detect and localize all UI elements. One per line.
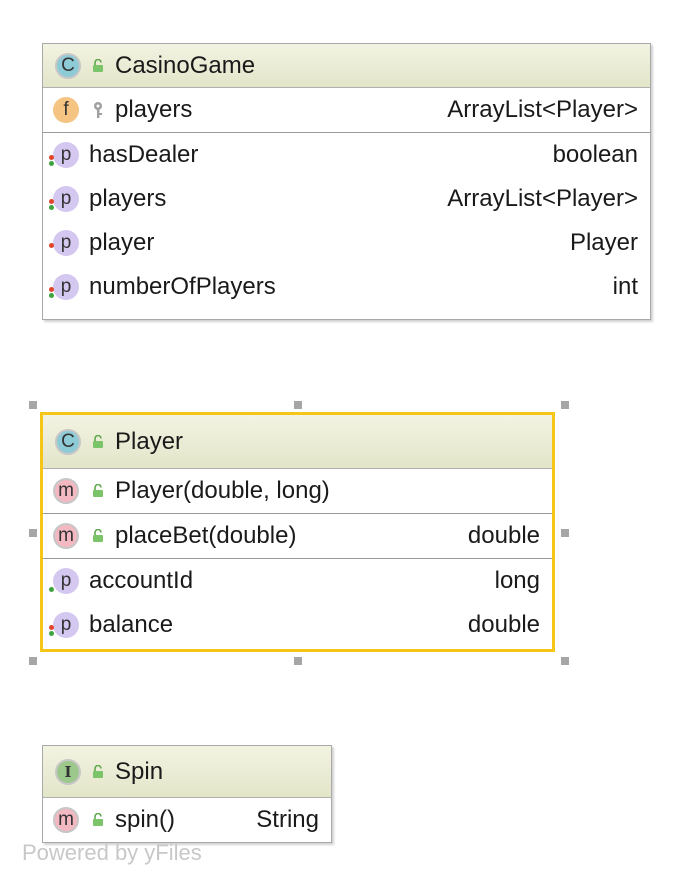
class-name: CasinoGame bbox=[115, 51, 256, 79]
getter-dot-icon bbox=[49, 587, 54, 592]
field-row[interactable]: f players ArrayList<Player> bbox=[43, 88, 650, 132]
resize-handle-left[interactable] bbox=[29, 529, 37, 537]
property-icon: p bbox=[49, 186, 79, 212]
getter-dot-icon bbox=[49, 625, 54, 630]
property-type: int bbox=[612, 273, 638, 300]
field-name: players bbox=[115, 96, 193, 123]
property-icon: p bbox=[49, 230, 79, 256]
interface-node-spin[interactable]: I Spin m spin() String bbox=[42, 745, 332, 843]
methods-section: m spin() String bbox=[43, 798, 331, 842]
property-type: double bbox=[467, 611, 540, 638]
property-type: boolean bbox=[552, 141, 638, 168]
getter-dot-icon bbox=[49, 287, 54, 292]
property-name: numberOfPlayers bbox=[89, 273, 276, 300]
unlocked-icon bbox=[93, 813, 103, 826]
method-type: double bbox=[467, 522, 540, 549]
setter-dot-icon bbox=[49, 631, 54, 636]
property-type: long bbox=[494, 567, 540, 594]
property-name: players bbox=[89, 185, 167, 212]
method-row[interactable]: m placeBet(double) double bbox=[43, 514, 552, 558]
property-name: accountId bbox=[89, 567, 194, 594]
unlocked-icon bbox=[93, 764, 103, 778]
class-name: Player bbox=[115, 427, 184, 455]
unlocked-icon bbox=[93, 529, 103, 542]
property-name: player bbox=[89, 229, 155, 256]
getter-dot-icon bbox=[49, 243, 54, 248]
property-row[interactable]: p players ArrayList<Player> bbox=[43, 177, 650, 221]
resize-handle-bottom-left[interactable] bbox=[29, 657, 37, 665]
resize-handle-top-left[interactable] bbox=[29, 401, 37, 409]
property-row[interactable]: p hasDealer boolean bbox=[43, 133, 650, 177]
class-node-player[interactable]: C Player m Player(double, long) m placeB… bbox=[40, 412, 555, 652]
watermark: Powered by yFiles bbox=[22, 840, 202, 865]
class-name: Spin bbox=[115, 757, 164, 785]
class-header: C CasinoGame bbox=[43, 44, 650, 88]
resize-handle-right[interactable] bbox=[561, 529, 569, 537]
property-icon: p bbox=[49, 612, 79, 638]
resize-handle-top-right[interactable] bbox=[561, 401, 569, 409]
resize-handle-bottom[interactable] bbox=[294, 657, 302, 665]
property-row[interactable]: p balance double bbox=[43, 603, 552, 647]
getter-dot-icon bbox=[49, 199, 54, 204]
unlocked-icon bbox=[93, 58, 103, 72]
property-row[interactable]: p numberOfPlayers int bbox=[43, 265, 650, 309]
constructor-row[interactable]: m Player(double, long) bbox=[43, 469, 552, 513]
properties-section: p accountId long p balance double bbox=[43, 559, 552, 647]
key-icon bbox=[94, 102, 102, 118]
property-icon: p bbox=[49, 568, 79, 594]
constructor-name: Player(double, long) bbox=[115, 477, 330, 504]
field-icon: f bbox=[53, 97, 79, 123]
method-name: spin() bbox=[115, 806, 176, 833]
property-row[interactable]: p accountId long bbox=[43, 559, 552, 603]
method-name: placeBet(double) bbox=[115, 522, 297, 549]
property-type: Player bbox=[569, 229, 638, 256]
property-type: ArrayList<Player> bbox=[447, 185, 638, 212]
constructors-section: m Player(double, long) bbox=[43, 469, 552, 514]
setter-dot-icon bbox=[49, 161, 54, 166]
resize-handle-bottom-right[interactable] bbox=[561, 657, 569, 665]
class-icon: C bbox=[55, 52, 81, 79]
unlocked-icon bbox=[93, 434, 103, 448]
method-icon: m bbox=[53, 807, 79, 833]
method-icon: m bbox=[53, 478, 79, 504]
field-type: ArrayList<Player> bbox=[447, 96, 638, 123]
resize-handle-top[interactable] bbox=[294, 401, 302, 409]
method-type: String bbox=[256, 806, 319, 833]
property-row[interactable]: p player Player bbox=[43, 221, 650, 265]
fields-section: f players ArrayList<Player> bbox=[43, 88, 650, 133]
getter-dot-icon bbox=[49, 155, 54, 160]
setter-dot-icon bbox=[49, 205, 54, 210]
class-header: C Player bbox=[43, 415, 552, 469]
method-icon: m bbox=[53, 523, 79, 549]
property-name: balance bbox=[89, 611, 174, 638]
interface-icon: I bbox=[55, 758, 81, 785]
class-icon: C bbox=[55, 428, 81, 455]
class-header: I Spin bbox=[43, 746, 331, 798]
properties-section: p hasDealer boolean p players ArrayList<… bbox=[43, 133, 650, 309]
property-name: hasDealer bbox=[89, 141, 199, 168]
unlocked-icon bbox=[93, 484, 103, 497]
method-row[interactable]: m spin() String bbox=[43, 798, 331, 842]
class-node-casinogame[interactable]: C CasinoGame f players ArrayList<Player>… bbox=[42, 43, 651, 320]
setter-dot-icon bbox=[49, 293, 54, 298]
property-icon: p bbox=[49, 142, 79, 168]
methods-section: m placeBet(double) double bbox=[43, 514, 552, 559]
property-icon: p bbox=[49, 274, 79, 300]
